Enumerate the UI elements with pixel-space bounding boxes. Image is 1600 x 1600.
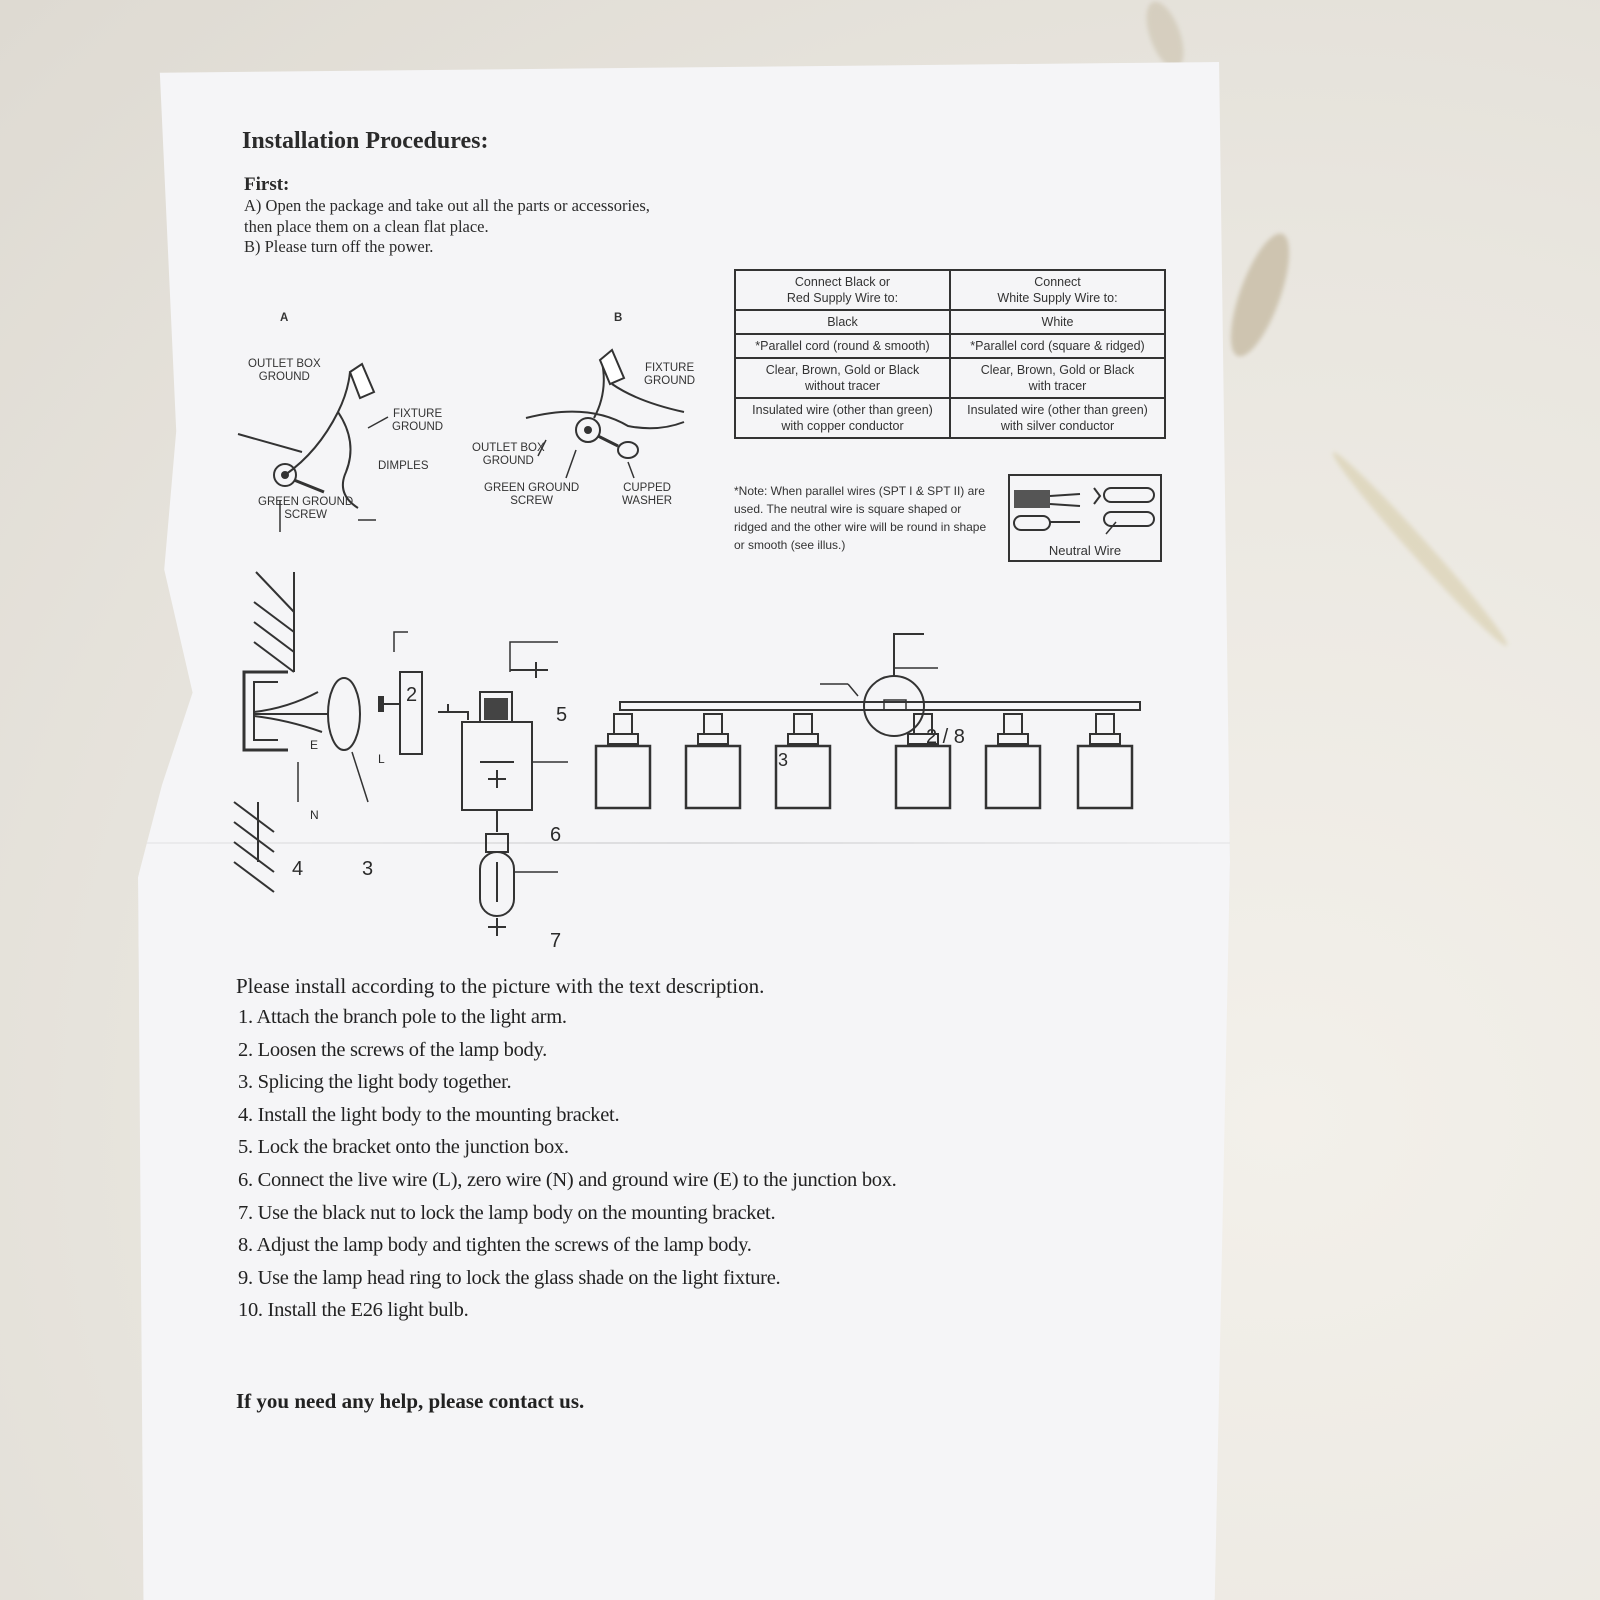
page-title: Installation Procedures: <box>242 128 489 154</box>
glass-shade-icon <box>684 713 742 810</box>
marble-vein <box>1138 0 1192 74</box>
table-cell: *Parallel cord (square & ridged) <box>949 333 1166 359</box>
help-line: If you need any help, please contact us. <box>236 1389 585 1413</box>
instruction-step: 3. Splicing the light body together. <box>238 1071 512 1094</box>
instruction-step: 10. Install the E26 light bulb. <box>238 1299 469 1322</box>
wire-connection-table: Connect Black or Red Supply Wire to: Con… <box>734 269 1166 439</box>
glass-shade-icon <box>984 713 1042 810</box>
prep-line-a2: then place them on a clean flat place. <box>244 217 489 236</box>
glass-shade-icon <box>894 713 952 810</box>
callout-5: 5 <box>556 704 568 726</box>
glass-shade-icon <box>594 713 652 810</box>
callout-6: 6 <box>550 824 562 846</box>
table-cell: Insulated wire (other than green) with s… <box>949 397 1166 439</box>
table-cell: Black <box>734 309 951 335</box>
instruction-step: 2. Loosen the screws of the lamp body. <box>238 1038 547 1061</box>
table-cell: *Parallel cord (round & smooth) <box>734 333 951 359</box>
glass-shade-icon <box>774 713 832 810</box>
dimples-label: DIMPLES <box>378 460 429 472</box>
instruction-sheet: Installation Procedures: First: A) Open … <box>138 62 1230 1600</box>
instruction-step: 1. Attach the branch pole to the light a… <box>238 1006 567 1028</box>
instruction-step: 5. Lock the bracket onto the junction bo… <box>238 1136 569 1159</box>
fold-crease <box>138 842 1230 844</box>
table-cell: Clear, Brown, Gold or Black with tracer <box>949 357 1166 399</box>
cupped-washer-label: CUPPED WASHER <box>622 482 673 507</box>
assembly-diagram <box>233 571 1141 936</box>
instruction-step: 6. Connect the live wire (L), zero wire … <box>238 1169 897 1191</box>
diagram-b-letter: B <box>614 312 623 324</box>
fixture-ground-label-b: FIXTURE GROUND <box>644 362 696 387</box>
table-cell: Insulated wire (other than green) with c… <box>734 397 951 439</box>
neutral-wire-illustration: Neutral Wire <box>1008 474 1162 562</box>
callout-3: 3 <box>362 858 374 880</box>
callout-4: 4 <box>292 858 304 880</box>
marble-vein <box>1218 227 1302 363</box>
outlet-box-ground-label-a: OUTLET BOX GROUND <box>248 358 321 383</box>
instruction-step: 4. Install the light body to the mountin… <box>238 1103 620 1126</box>
glass-shade-icon <box>1076 713 1134 810</box>
instructions-intro: Please install according to the picture … <box>236 974 765 998</box>
table-header-black: Connect Black or Red Supply Wire to: <box>734 269 951 311</box>
instruction-step: 9. Use the lamp head ring to lock the gl… <box>238 1266 781 1289</box>
table-cell: White <box>949 309 1166 335</box>
ground-diagram-a <box>237 362 389 532</box>
callout-2: 2 <box>406 684 418 706</box>
green-ground-screw-label-b: GREEN GROUND SCREW <box>484 482 580 507</box>
callout-2-8: 2 / 8 <box>926 726 965 748</box>
table-header-white: Connect White Supply Wire to: <box>949 269 1166 311</box>
neutral-wire-label: Neutral Wire <box>1048 543 1122 558</box>
parallel-wire-note: *Note: When parallel wires (SPT I & SPT … <box>734 484 987 552</box>
instruction-step: 8. Adjust the lamp body and tighten the … <box>238 1234 752 1257</box>
mark-n: N <box>310 808 319 822</box>
green-ground-screw-label-a: GREEN GROUND SCREW <box>258 496 354 521</box>
callout-7: 7 <box>550 930 562 952</box>
diagram-a-letter: A <box>280 312 289 324</box>
mark-l: L <box>378 752 385 766</box>
mark-e: E <box>310 738 319 752</box>
prep-line-b: B) Please turn off the power. <box>244 237 434 256</box>
prep-line-a: A) Open the package and take out all the… <box>244 196 650 215</box>
parallel-cord-icon <box>1013 487 1155 535</box>
outlet-box-ground-label-b: OUTLET BOX GROUND <box>472 442 545 467</box>
callout-3-bar: 3 <box>778 750 789 770</box>
table-cell: Clear, Brown, Gold or Black without trac… <box>734 357 951 399</box>
marble-vein <box>1326 446 1514 652</box>
instruction-step: 7. Use the black nut to lock the lamp bo… <box>238 1201 776 1224</box>
ground-diagram-b <box>525 348 685 479</box>
first-heading: First: <box>244 174 290 195</box>
fixture-ground-label-a: FIXTURE GROUND <box>392 408 444 433</box>
glass-shades-row <box>594 713 1134 810</box>
